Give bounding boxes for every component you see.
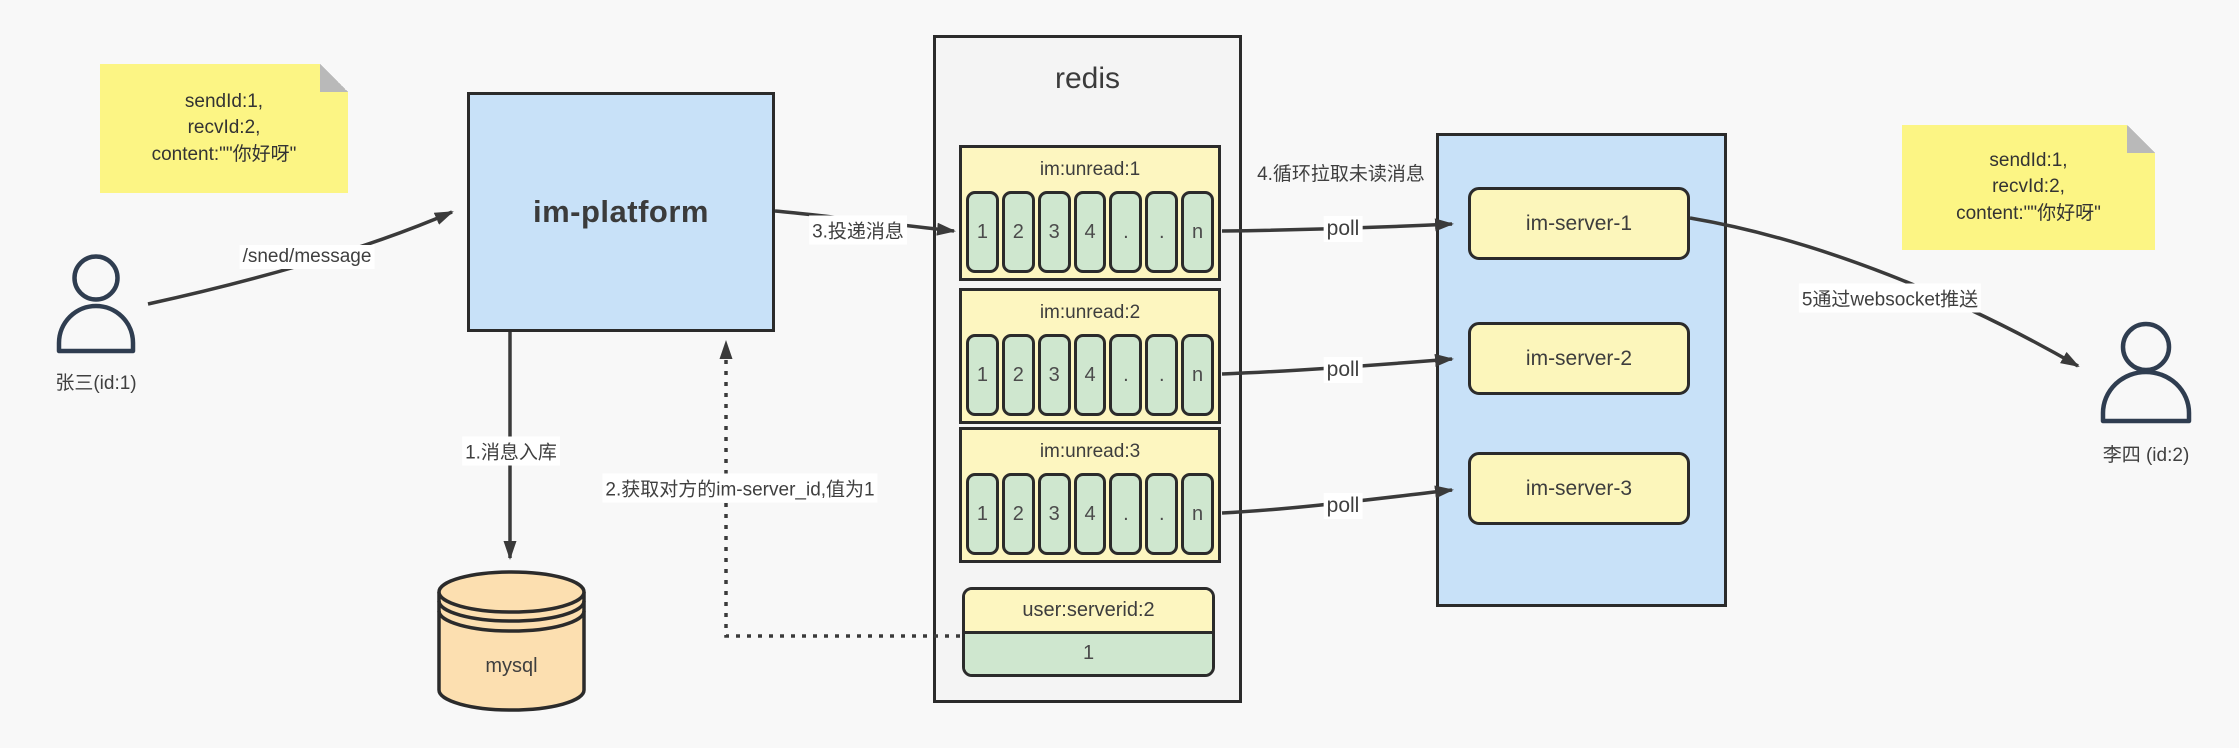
queue-title: im:unread:2 (1039, 301, 1141, 323)
user-serverid-value: 1 (965, 633, 1212, 674)
queue-cell: 1 (966, 473, 999, 555)
queue-cell: . (1109, 334, 1143, 416)
user-icon-receiver (2100, 321, 2192, 424)
im-platform-box: im-platform (467, 92, 775, 332)
queue-cell: 3 (1037, 473, 1071, 555)
queue-cell: 3 (1037, 334, 1071, 416)
queue-cell: 4 (1073, 473, 1107, 555)
queue-cell: 3 (1037, 191, 1071, 273)
queue-title: im:unread:1 (1039, 158, 1141, 180)
note-line: recvId:2, (1992, 176, 2065, 198)
queue-cells: 1 2 3 4 . . n (962, 473, 1218, 560)
redis-title: redis (1054, 62, 1121, 95)
mysql-label: mysql (485, 655, 537, 677)
edge-label-pull: 4.循环拉取未读消息 (1257, 164, 1425, 185)
edge-label-poll-3: poll (1323, 493, 1363, 519)
queue-cell: 2 (1001, 473, 1035, 555)
im-server-2-box: im-server-2 (1468, 322, 1690, 395)
unread-queue-1: im:unread:1 1 2 3 4 . . n (959, 145, 1221, 281)
queue-cell: . (1145, 191, 1179, 273)
note-line: content:""你好呀" (151, 143, 297, 165)
receiver-label: 李四 (id:2) (2102, 445, 2190, 466)
mysql-cylinder: mysql (437, 570, 586, 712)
im-server-3-box: im-server-3 (1468, 452, 1690, 525)
queue-title: im:unread:3 (1039, 440, 1141, 462)
queue-cells: 1 2 3 4 . . n (962, 191, 1218, 278)
note-line: content:""你好呀" (1956, 202, 2101, 224)
edge-label-poll-2: poll (1323, 357, 1363, 383)
queue-cell: 4 (1073, 334, 1107, 416)
queue-cell: . (1145, 473, 1179, 555)
queue-cell: 2 (1001, 191, 1035, 273)
queue-cells: 1 2 3 4 . . n (962, 334, 1218, 421)
queue-cell: 1 (966, 191, 999, 273)
user-serverid-title: user:serverid:2 (965, 590, 1212, 634)
edge-label-push: 5通过websocket推送 (1798, 283, 1982, 313)
queue-cell: 4 (1073, 191, 1107, 273)
edge-label-send: /sned/message (239, 245, 375, 269)
queue-cell: 1 (966, 334, 999, 416)
queue-cell: n (1181, 191, 1215, 273)
edge-label-lookup: 2.获取对方的im-server_id,值为1 (602, 473, 878, 503)
user-serverid-box: user:serverid:2 1 (962, 587, 1215, 677)
queue-cell: 2 (1001, 334, 1035, 416)
queue-cell: n (1181, 473, 1215, 555)
queue-cell: n (1181, 334, 1215, 416)
sticky-note-left: sendId:1, recvId:2, content:""你好呀" (100, 64, 348, 193)
unread-queue-3: im:unread:3 1 2 3 4 . . n (959, 427, 1221, 563)
edge-label-poll-1: poll (1323, 216, 1363, 242)
sender-label: 张三(id:1) (55, 373, 137, 394)
edge-label-deliver: 3.投递消息 (809, 215, 907, 245)
queue-cell: . (1109, 191, 1143, 273)
queue-cell: . (1145, 334, 1179, 416)
user-icon-sender (56, 254, 136, 354)
sticky-note-right: sendId:1, recvId:2, content:""你好呀" (1902, 125, 2155, 250)
queue-cell: . (1109, 473, 1143, 555)
unread-queue-2: im:unread:2 1 2 3 4 . . n (959, 288, 1221, 424)
im-server-1-box: im-server-1 (1468, 187, 1690, 260)
note-line: sendId:1, (184, 90, 264, 112)
edge-label-store: 1.消息入库 (462, 436, 560, 466)
note-line: sendId:1, (1989, 149, 2068, 171)
note-line: recvId:2, (187, 117, 261, 139)
